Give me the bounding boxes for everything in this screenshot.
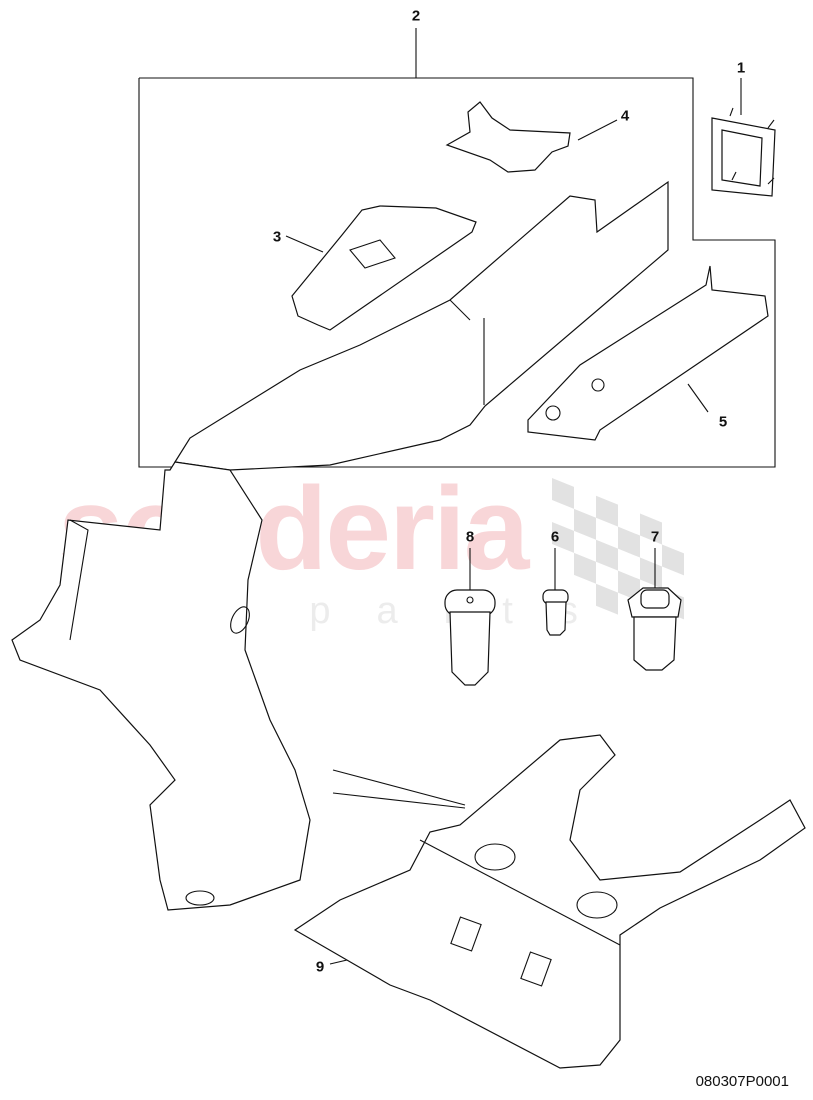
part-1-bracket (711, 107, 776, 197)
part-4-support (445, 101, 571, 173)
callout-2[interactable]: 2 (411, 7, 421, 25)
callout-8[interactable]: 8 (465, 528, 475, 546)
rail-member (174, 180, 669, 471)
part-9-floor-pan (293, 734, 806, 1069)
part-8-grommet (444, 589, 496, 686)
group-frame (138, 77, 776, 468)
part-5-sill (527, 265, 769, 441)
part-6-plug (542, 589, 569, 636)
callout-5[interactable]: 5 (718, 413, 728, 431)
front-pillar-structure (11, 461, 311, 911)
part-7-bung (627, 587, 682, 671)
callout-7[interactable]: 7 (650, 528, 660, 546)
reference-code: 080307P0001 (695, 1073, 789, 1090)
callout-3[interactable]: 3 (272, 228, 282, 246)
callout-1[interactable]: 1 (736, 59, 746, 77)
callout-6[interactable]: 6 (550, 528, 560, 546)
callout-4[interactable]: 4 (620, 107, 630, 125)
callout-9[interactable]: 9 (315, 958, 325, 976)
part-3-plate (291, 205, 477, 331)
